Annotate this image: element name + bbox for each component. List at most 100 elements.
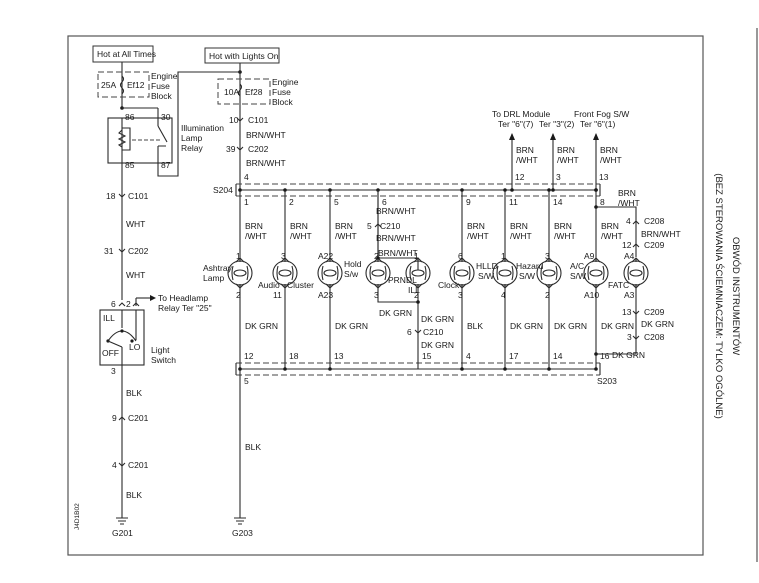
lamp-pin: 2 [374, 251, 379, 261]
connector-pin: 31 [104, 246, 114, 256]
splice-pin: 14 [553, 351, 563, 361]
lamp-pin: A22 [318, 251, 333, 261]
wire-color: BRN [510, 221, 528, 231]
connector-pin: 18 [106, 191, 116, 201]
output-label: To DRL Module [492, 109, 551, 119]
lamp-pin: A3 [624, 290, 635, 300]
lamp-icon [317, 257, 343, 289]
lamp-pin: 3 [374, 290, 379, 300]
lamp-pin: 4 [501, 290, 506, 300]
switch-pin: 3 [111, 366, 116, 376]
switch-pin: 2 [126, 299, 131, 309]
connector-c202: C202 [248, 144, 269, 154]
fuse-icon [119, 75, 125, 95]
wire-color: BRN [557, 145, 575, 155]
fuse-rating: 10A [224, 87, 239, 97]
connector-pin: 39 [226, 144, 236, 154]
lamp-label: HLLD [476, 261, 498, 271]
lamp-pin: 3 [458, 290, 463, 300]
fuse-rating: 25A [101, 80, 116, 90]
lamp-label: S/W [570, 271, 586, 281]
fuse-block-ef12 [97, 71, 150, 98]
connector-pin: 10 [229, 115, 239, 125]
lamp-label: Hazard [516, 261, 544, 271]
wire-color: BRN [601, 221, 619, 231]
to-headlamp-label: To Headlamp [158, 293, 208, 303]
splice-pin: 13 [599, 172, 609, 182]
output-terminal: Ter "6"(1) [580, 119, 615, 129]
arrow-up-icon [550, 133, 556, 140]
relay-coil-icon [117, 129, 127, 148]
splice-pin: 4 [466, 351, 471, 361]
diagram-frame [67, 35, 704, 556]
relay-pin: 85 [125, 160, 135, 170]
wire-color: BRN [335, 221, 353, 231]
splice-pin: 1 [244, 197, 249, 207]
lamp-label: A/C [570, 261, 584, 271]
ground-g203: G203 [232, 528, 253, 538]
fuse-block-ef28 [217, 78, 271, 105]
wire-color: /WHT [600, 155, 622, 165]
wire-color: /WHT [245, 231, 267, 241]
splice-s204-label: S204 [213, 185, 233, 195]
lamp-label: ILL [408, 285, 420, 295]
splice-pin: 15 [422, 351, 432, 361]
lamp-icon [492, 257, 518, 289]
connector-c209: C209 [644, 240, 665, 250]
arrow-right-icon [150, 295, 156, 301]
splice-pin: 5 [334, 197, 339, 207]
lamp-label: Hold [344, 259, 362, 269]
wire-color: DK GRN [421, 340, 454, 350]
wire-color: DK GRN [554, 321, 587, 331]
connector-pin: 5 [367, 221, 372, 231]
wire-color: BRN/WHT [246, 130, 286, 140]
connector-pin: 13 [622, 307, 632, 317]
wire-color: BRN/WHT [641, 229, 681, 239]
connector-pin: 9 [112, 413, 117, 423]
lamp-label: FATC [608, 280, 629, 290]
title-line1: OBWÓD INSTRUMENTÓW [730, 237, 741, 355]
relay-label: Illumination [181, 123, 224, 133]
splice-pin: 8 [600, 197, 605, 207]
lamp-pin: 3 [281, 251, 286, 261]
wire-color: BLK [126, 490, 142, 500]
wire-color: DK GRN [510, 321, 543, 331]
ground-icon [116, 517, 128, 525]
wire-color: /WHT [557, 155, 579, 165]
connector-c210: C210 [423, 327, 444, 337]
fuse-id: Ef28 [245, 87, 263, 97]
connector-pin: 4 [112, 460, 117, 470]
fuse-id: Ef12 [127, 80, 145, 90]
splice-pin: 17 [509, 351, 519, 361]
wire-color: BRN/WHT [376, 233, 416, 243]
output-terminal: Ter "6"(7) [498, 119, 533, 129]
lamp-label: S/W [519, 271, 535, 281]
wire-color: /WHT [467, 231, 489, 241]
lamp-pin: 2 [414, 290, 419, 300]
wire-color: BRN/WHT [376, 206, 416, 216]
hot-with-lights-on-label: Hot with Lights On [209, 51, 279, 61]
splice-pin: 13 [334, 351, 344, 361]
arrow-up-icon [509, 133, 515, 140]
lamp-icon [536, 257, 562, 289]
switch-position-lo: LO [129, 342, 141, 352]
connector-pin: 4 [626, 216, 631, 226]
wire-color: /WHT [516, 155, 538, 165]
wire-color: BLK [245, 442, 261, 452]
connector-c101: C101 [248, 115, 269, 125]
wire-color: DK GRN [245, 321, 278, 331]
wire-color: BLK [126, 388, 142, 398]
connector-pin: 12 [622, 240, 632, 250]
lamp-label: S/W [478, 271, 494, 281]
fuse-block-label: Engine [151, 71, 178, 81]
lamp-pin: A4 [624, 251, 635, 261]
fuse-block-label: Fuse [151, 81, 170, 91]
splice-pin: 14 [553, 197, 563, 207]
splice-pin: 6 [382, 197, 387, 207]
connector-pin: 6 [407, 327, 412, 337]
